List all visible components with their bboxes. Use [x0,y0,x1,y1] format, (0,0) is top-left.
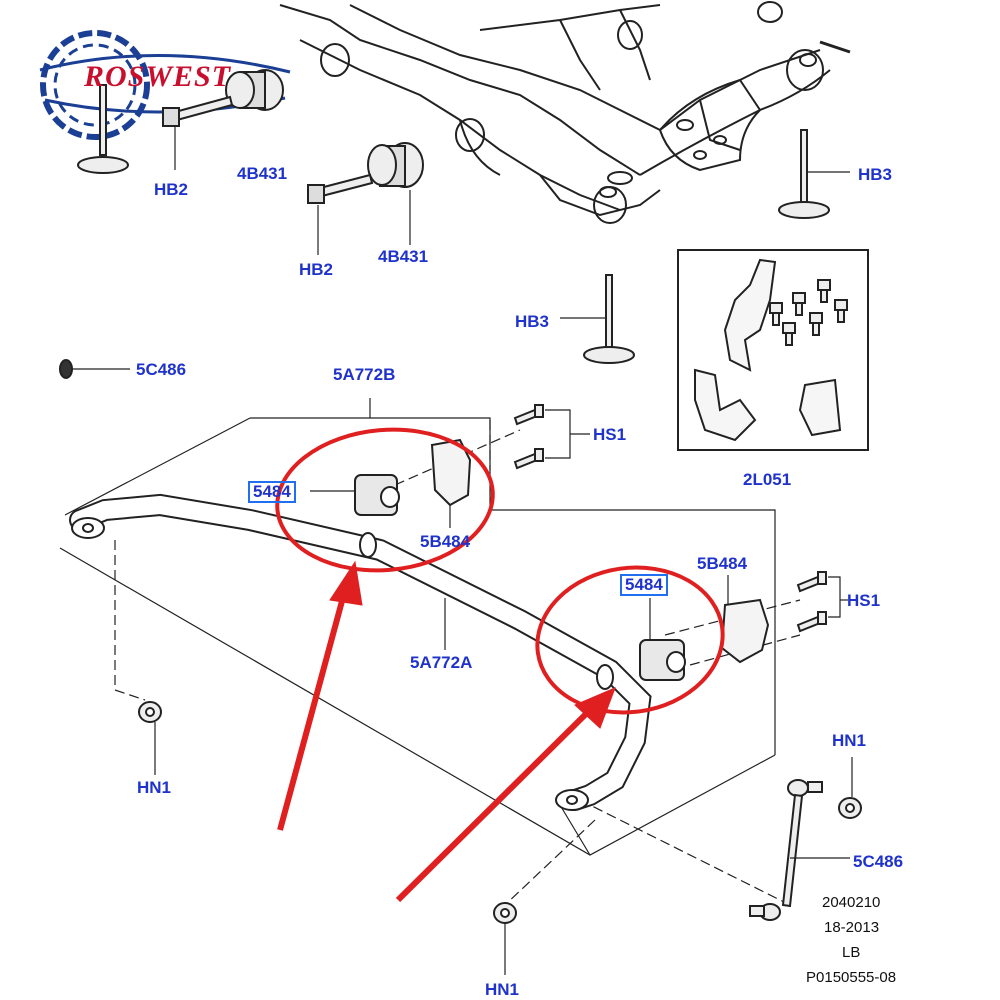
clamp-5b484-left-icon [430,438,472,528]
highlight-circle-left [275,427,495,573]
label-5b484-left: 5B484 [420,532,471,551]
bushing-4b431-top-icon [225,69,284,111]
label-hb2-mid: HB2 [299,260,334,279]
label-hs1-top: HS1 [593,425,627,444]
label-hb2-top: HB2 [154,180,189,199]
label-hb3-center: HB3 [515,312,550,331]
label-hn1-bottom: HN1 [485,980,520,999]
label-4b431-top: 4B431 [237,164,288,183]
label-5484-right: 5484 [620,574,668,596]
nut-hn1-right-icon [838,757,862,819]
footer-line-3: LB [842,944,861,961]
highlight-arrow-right [395,687,616,903]
clamp-5b484-right-icon [720,575,770,664]
nut-5c486-top-icon [59,359,130,379]
label-hs1-bottom: HS1 [847,591,881,610]
bolts-hs1-bottom-icon [796,571,848,633]
bracket-kit-box [677,249,869,451]
bolts-hs1-top-icon [513,404,590,470]
bolt-hb3-right-icon [778,40,851,219]
bolt-hb2-top-icon [162,95,234,170]
label-5484-left: 5484 [248,481,296,503]
bolt-hb2-mid-icon [307,173,374,255]
label-5b484-right: 5B484 [697,554,748,573]
label-2l051: 2L051 [743,470,792,489]
drop-link-5c486-icon [749,779,850,921]
footer-line-2: 18-2013 [824,919,880,936]
nut-hn1-bottom-icon [493,902,517,975]
bushing-5484-left-icon [310,474,400,516]
label-5c486-top: 5C486 [136,360,187,379]
highlight-circle-right [535,565,725,715]
label-4b431-mid: 4B431 [378,247,429,266]
bolt-hb3-left-icon [77,84,129,174]
stabilizer-bar-5a772a [69,493,652,811]
label-hn1-left: HN1 [137,778,172,797]
label-5a772a: 5A772A [410,653,473,672]
logo-text: ROSWEST [84,60,232,93]
label-5c486-bottom: 5C486 [853,852,904,871]
footer-line-1: 2040210 [822,894,881,911]
label-hb3-right: HB3 [858,165,893,184]
bushing-5484-right-icon [639,598,686,681]
bushing-4b431-mid-icon [367,142,424,245]
label-hn1-right: HN1 [832,731,867,750]
bolt-hb3-center-icon [560,274,635,364]
nut-hn1-left-icon [138,701,162,775]
footer-line-4: P0150555-08 [806,969,897,986]
label-5a772b: 5A772B [333,365,396,384]
highlight-arrow-left [277,560,363,831]
dashed-leader-lines [114,420,801,906]
rear-subframe [279,1,831,224]
